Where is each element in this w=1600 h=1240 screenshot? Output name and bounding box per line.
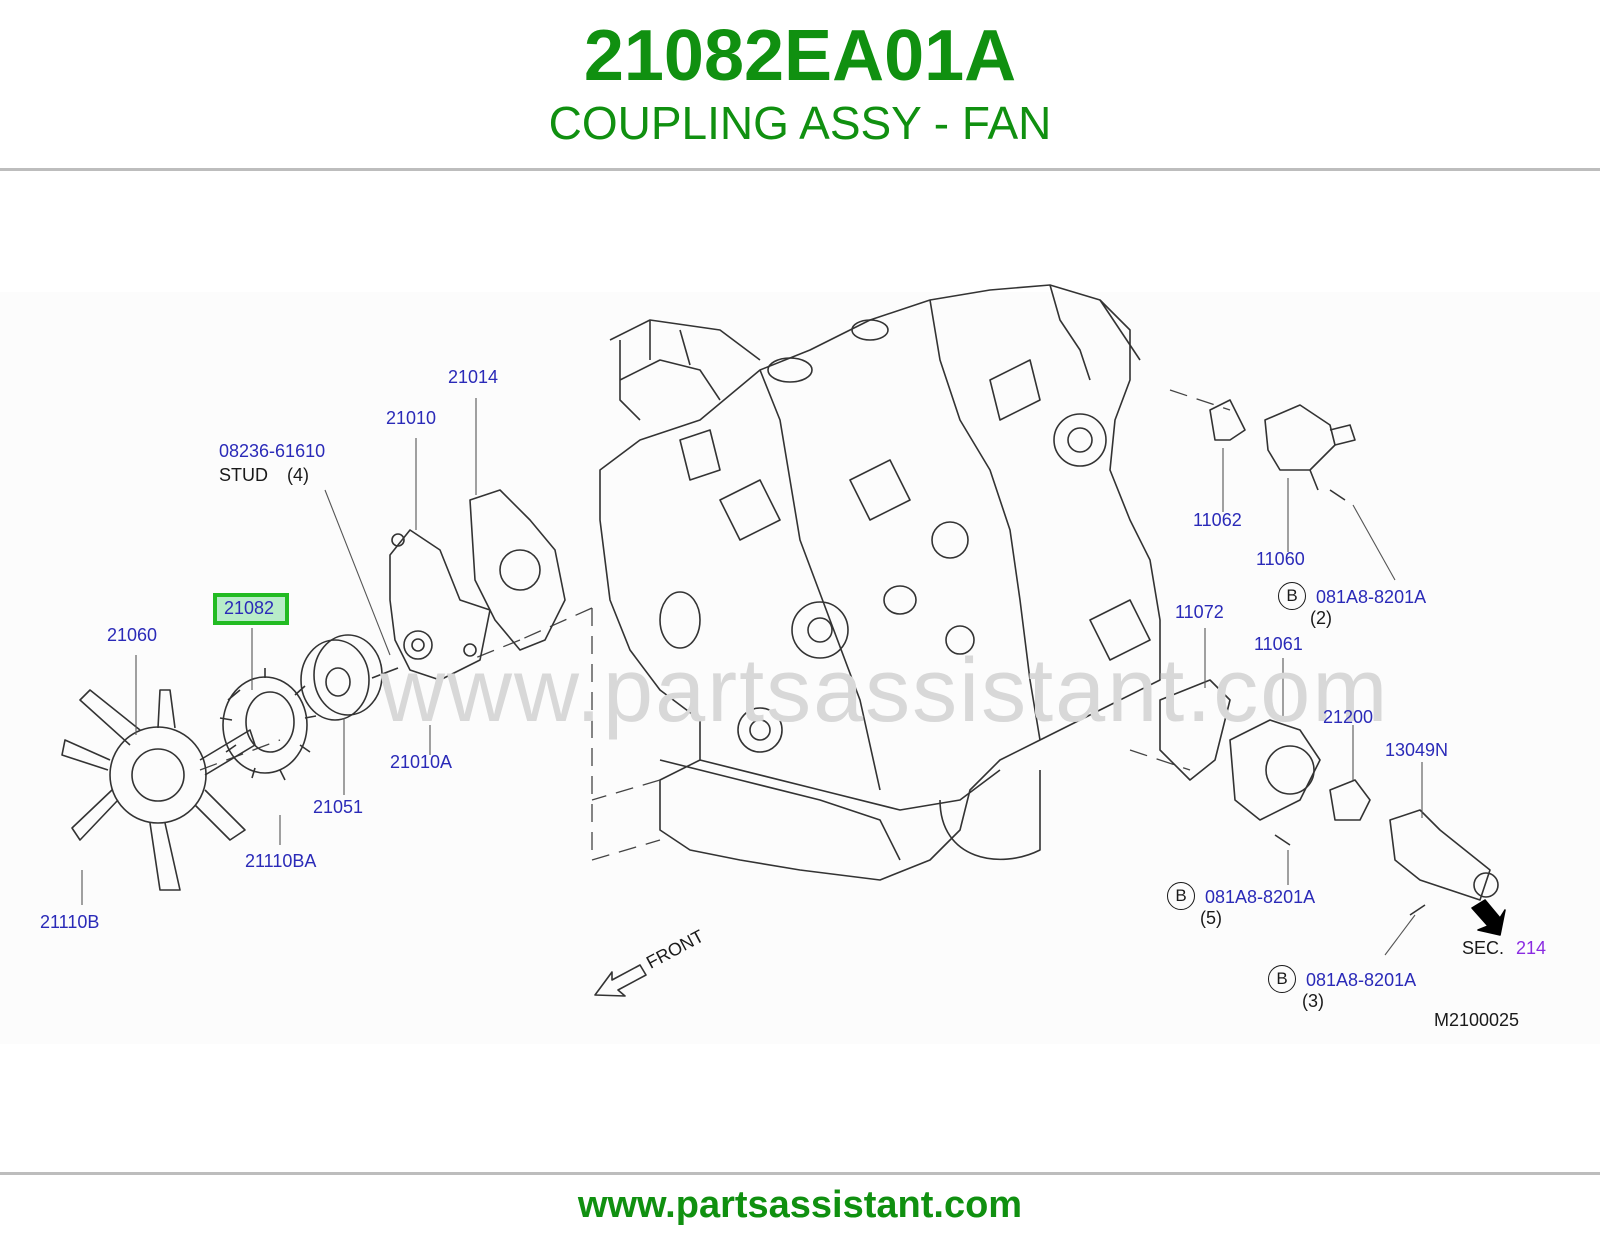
highlighted-part-box[interactable] bbox=[213, 593, 289, 625]
fan-blade-drawing bbox=[61, 689, 256, 891]
leader-lines bbox=[81, 398, 1423, 956]
label-qty-5: (5) bbox=[1200, 908, 1222, 928]
label-21014[interactable]: 21014 bbox=[448, 367, 499, 387]
label-081A8-8201A-1[interactable]: 081A8-8201A bbox=[1316, 587, 1427, 607]
sec-arrow-icon bbox=[1471, 899, 1506, 936]
label-21110B[interactable]: 21110B bbox=[40, 912, 100, 932]
gasket-drawing bbox=[469, 489, 566, 651]
thermostat-housing-drawing bbox=[1159, 399, 1499, 916]
assembly-guide-lines bbox=[199, 389, 1231, 861]
label-081A8-8201A-2[interactable]: 081A8-8201A bbox=[1205, 887, 1316, 907]
label-13049N[interactable]: 13049N bbox=[1385, 740, 1449, 760]
label-081A8-8201A-3[interactable]: 081A8-8201A bbox=[1306, 970, 1417, 990]
label-qty-3: (3) bbox=[1302, 991, 1324, 1011]
bolt-marker-b-3: B bbox=[1268, 965, 1296, 993]
bottom-divider bbox=[0, 1172, 1600, 1175]
bolt-marker-b-2: B bbox=[1167, 882, 1195, 910]
label-08236-61610[interactable]: 08236-61610 bbox=[219, 441, 326, 461]
diagram-panel bbox=[0, 292, 1600, 1044]
watermark: www.partsassistant.com bbox=[380, 641, 1390, 741]
fan-coupling-drawing bbox=[219, 668, 317, 781]
engine-block-drawing bbox=[599, 284, 1161, 881]
label-21010[interactable]: 21010 bbox=[386, 408, 437, 428]
footer-url[interactable]: www.partsassistant.com bbox=[577, 1184, 1023, 1226]
top-divider bbox=[0, 168, 1600, 171]
water-pump-drawing bbox=[371, 529, 491, 681]
label-21060[interactable]: 21060 bbox=[107, 625, 158, 645]
label-sec-214[interactable]: 214 bbox=[1516, 938, 1547, 958]
label-11062[interactable]: 11062 bbox=[1193, 510, 1242, 530]
label-stud-qty: (4) bbox=[287, 465, 309, 485]
label-21200[interactable]: 21200 bbox=[1323, 707, 1374, 727]
label-21082[interactable]: 21082 bbox=[224, 598, 275, 618]
label-21051[interactable]: 21051 bbox=[313, 797, 364, 817]
front-arrow bbox=[594, 964, 647, 997]
label-11072[interactable]: 11072 bbox=[1175, 602, 1224, 622]
label-qty-2: (2) bbox=[1310, 608, 1332, 628]
label-stud: STUD bbox=[219, 465, 268, 485]
label-11060[interactable]: 11060 bbox=[1256, 549, 1305, 569]
label-21110BA[interactable]: 21110BA bbox=[245, 851, 317, 871]
diagram-code: M2100025 bbox=[1434, 1010, 1520, 1030]
label-21010A[interactable]: 21010A bbox=[390, 752, 453, 772]
part-name-subtitle: COUPLING ASSY - FAN bbox=[548, 97, 1052, 149]
part-number-title: 21082EA01A bbox=[583, 16, 1017, 96]
bolt-marker-b-1: B bbox=[1278, 582, 1306, 610]
pulley-drawing bbox=[300, 634, 383, 721]
label-11061[interactable]: 11061 bbox=[1254, 634, 1303, 654]
label-sec: SEC. bbox=[1462, 938, 1505, 958]
